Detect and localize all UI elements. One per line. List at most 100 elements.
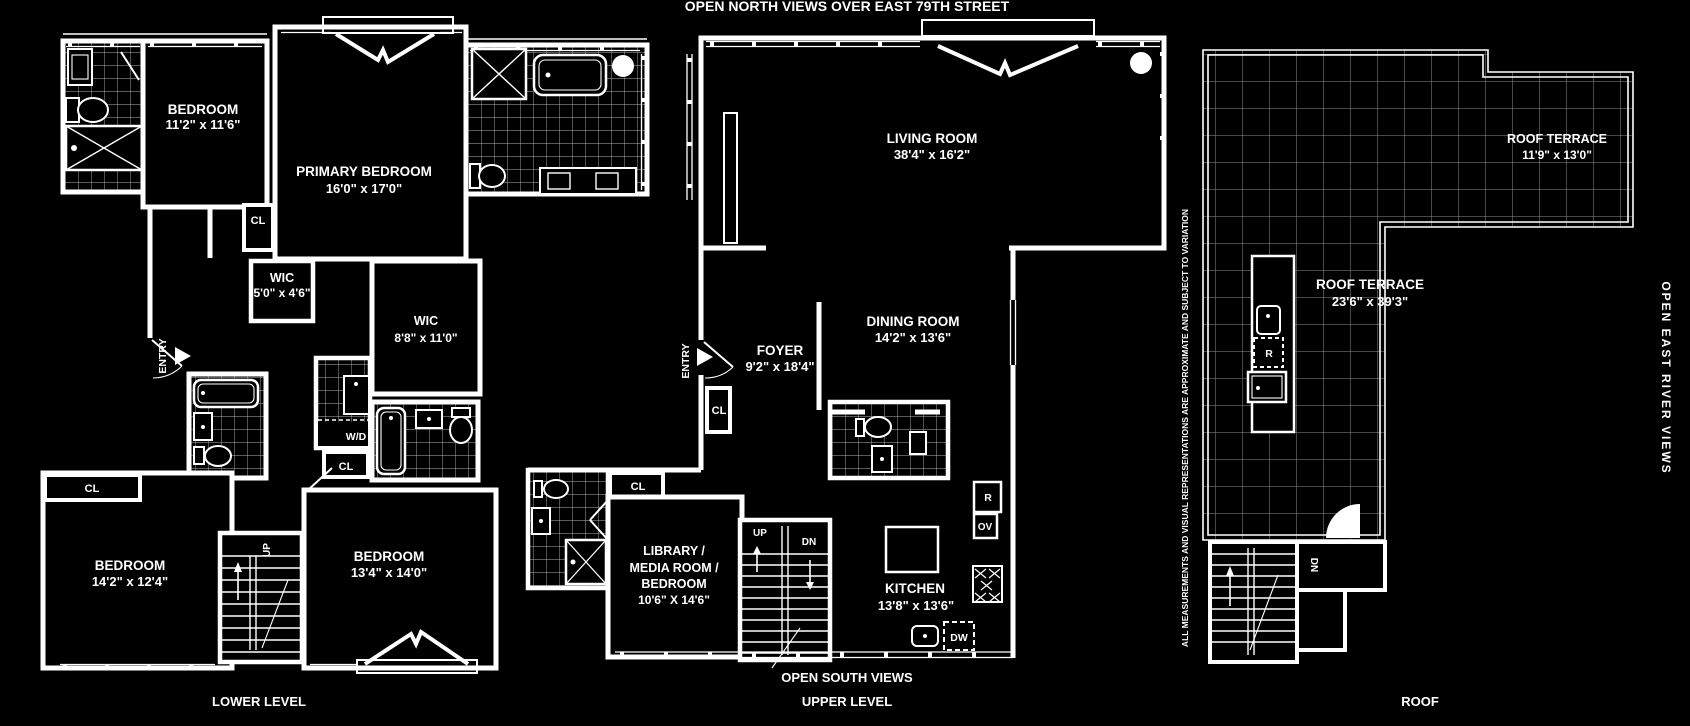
window [66, 40, 262, 48]
refrigerator-icon [1253, 337, 1284, 368]
bathtub-icon [192, 378, 260, 409]
window [60, 663, 356, 671]
label-dn-upper: DN [802, 537, 816, 548]
primary-bathroom [463, 42, 650, 197]
toilet-icon [449, 407, 473, 444]
kitchen-island [884, 525, 940, 574]
label-wic-small-name: WIC [270, 271, 294, 285]
label-kitchen-dims: 13'8" x 13'6" [878, 598, 954, 613]
label-oven: OV [978, 522, 993, 533]
label-dishwasher: DW [950, 632, 968, 644]
lower-level-plan [40, 16, 650, 674]
label-bedroom3-dims: 13'4" x 14'0" [351, 565, 427, 580]
label-kitchen-name: KITCHEN [885, 581, 945, 596]
room-bedroom1 [140, 38, 270, 210]
label-closet3: CL [85, 483, 100, 495]
label-wic-small-dims: 5'0" x 4'6" [253, 286, 310, 300]
roof-landing [1295, 588, 1347, 652]
toilet-icon [193, 445, 232, 467]
bathroom-upper-1 [827, 399, 951, 481]
refrigerator-icon [972, 480, 1003, 514]
shower-icon [564, 538, 608, 586]
sink-icon [193, 412, 213, 441]
flue-wall [723, 112, 738, 244]
label-library-line3: BEDROOM [641, 577, 706, 591]
closet-lower-3 [43, 473, 142, 502]
room-wic-large [369, 258, 483, 397]
window [686, 40, 1166, 200]
disclaimer-text: ALL MEASUREMENTS AND VISUAL REPRESENTATI… [1180, 209, 1190, 647]
bay-window [921, 19, 1095, 78]
label-bedroom2-name: BEDROOM [95, 558, 166, 573]
label-wic-large-dims: 8'8" x 11'0" [394, 331, 457, 345]
column-icon [1130, 52, 1152, 74]
roof-counter [1246, 254, 1296, 434]
roof-plan [1202, 49, 1634, 664]
closet-lower-2 [322, 450, 370, 479]
label-washer-dryer: W/D [346, 431, 367, 443]
grill-icon [1246, 370, 1288, 404]
staircase-roof [1208, 540, 1299, 664]
room-living [698, 35, 1167, 251]
door-swing [1326, 504, 1360, 538]
sink-icon [531, 507, 551, 535]
staircase-upper [737, 517, 833, 669]
bathroom-lower-1 [60, 38, 149, 195]
bathroom-upper-2 [525, 467, 611, 591]
label-roof-dn: DN [1308, 558, 1319, 572]
toilet-icon [533, 479, 569, 499]
label-closet-upper1: CL [712, 405, 727, 417]
label-library-line1: LIBRARY / [643, 544, 705, 558]
sink-icon [415, 409, 443, 429]
label-terrace-upper-name: ROOF TERRACE [1507, 132, 1607, 146]
room-bedroom3 [301, 487, 499, 671]
label-living-name: LIVING ROOM [887, 131, 978, 146]
footer-lower-level: LOWER LEVEL [212, 694, 306, 709]
label-closet1: CL [251, 215, 266, 227]
label-terrace-main-dims: 23'6" x 39'3" [1332, 294, 1408, 309]
label-library-dims: 10'6" X 14'6" [638, 593, 710, 607]
east-river-views-label: OPEN EAST RIVER VIEWS [1659, 281, 1673, 474]
bathtub-icon [532, 53, 608, 97]
label-terrace-main-name: ROOF TERRACE [1316, 277, 1424, 292]
label-refrigerator: R [984, 492, 992, 504]
sink-icon [1256, 305, 1281, 335]
bathroom-lower-2 [186, 371, 269, 481]
label-closet-upper2: CL [631, 481, 646, 493]
label-up-upper: UP [753, 528, 767, 539]
sink-icon [911, 625, 939, 647]
sink-icon [67, 48, 93, 86]
label-living-dims: 38'4" x 16'2" [894, 147, 970, 162]
staircase-lower [217, 530, 305, 665]
bay-window [356, 628, 478, 674]
label-primary-name: PRIMARY BEDROOM [296, 164, 432, 179]
double-vanity-icon [539, 167, 637, 195]
footer-open-south: OPEN SOUTH VIEWS [781, 670, 913, 685]
label-bedroom3-name: BEDROOM [354, 549, 425, 564]
roof-vestibule [1295, 540, 1387, 592]
bathroom-lower-3 [369, 399, 481, 483]
label-bedroom2-dims: 14'2" x 12'4" [92, 574, 168, 589]
labels: OPEN NORTH VIEWS OVER EAST 79TH STREET B… [85, 0, 1673, 709]
footer-roof: ROOF [1401, 694, 1439, 709]
toilet-icon [65, 97, 109, 123]
room-primary-bedroom [272, 24, 469, 262]
label-entry-upper: ENTRY [680, 343, 692, 378]
dishwasher-icon [943, 621, 975, 651]
label-roof-refrigerator: R [1265, 348, 1273, 360]
light-fixture-icon [612, 55, 634, 77]
door-panel [909, 431, 927, 455]
entry-arrow-icon [175, 347, 191, 365]
laundry-closet [313, 355, 373, 451]
closet-upper-1 [705, 386, 732, 434]
toilet-icon [469, 163, 506, 189]
entry-door [697, 341, 734, 379]
cooktop-icon [972, 565, 1003, 603]
page-title: OPEN NORTH VIEWS OVER EAST 79TH STREET [685, 0, 1010, 14]
door-leaf [307, 467, 333, 491]
window [1009, 300, 1017, 365]
room-wic-small [248, 258, 316, 324]
label-dining-name: DINING ROOM [867, 314, 960, 329]
footer-upper-level: UPPER LEVEL [802, 694, 892, 709]
